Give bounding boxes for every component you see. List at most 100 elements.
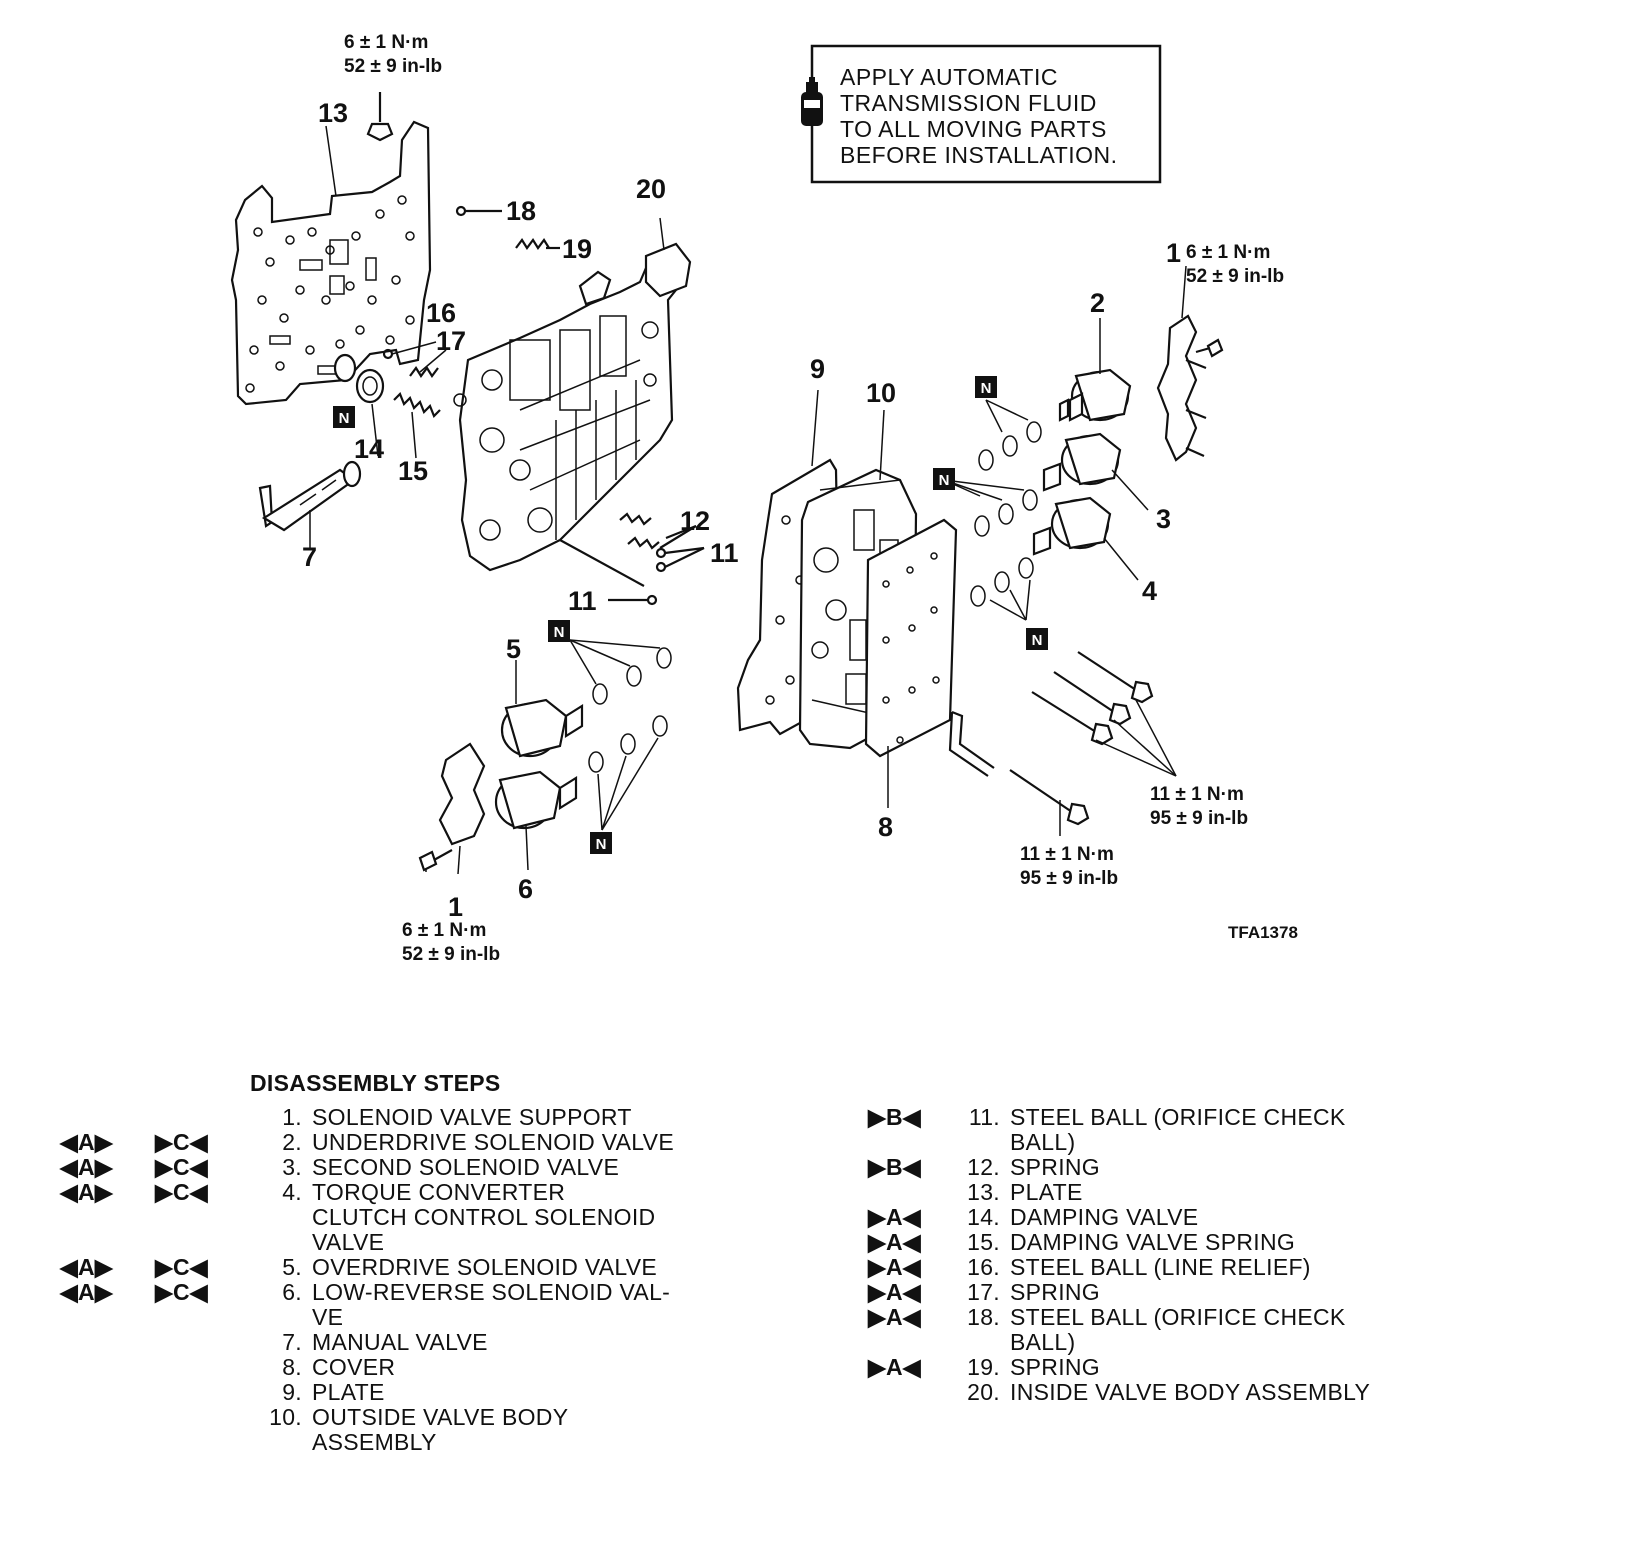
fluid-bottle-icon [801,77,823,126]
marker-c: ▶C◀ [155,1254,208,1280]
small-parts [455,205,705,606]
callout-10: 10 [866,378,896,408]
marker-a: ◀A▶ [60,1129,113,1155]
marker: ▶B◀ [868,1104,921,1130]
marker: ▶A◀ [868,1279,921,1305]
step-text: TORQUE CONVERTER [312,1179,566,1205]
solenoid-5-drawing [500,698,584,758]
step-number: 8. [282,1354,302,1380]
procedure-marker: ▶A◀ [868,1305,948,1330]
disassembly-step: VALVE [60,1230,752,1255]
seal-marker-n: N [333,406,355,428]
torque-inlb: 95 ± 9 in-lb [1150,808,1248,829]
disassembly-step: ▶A◀17.SPRING [868,1280,1450,1305]
torque-nm: 6 ± 1 N·m [1186,242,1270,263]
marker: ▶A◀ [868,1354,921,1380]
procedure-marker [60,1430,250,1455]
callout-6: 6 [518,874,533,904]
svg-text:N: N [1032,632,1043,649]
procedure-marker [60,1230,250,1255]
step-text: BALL) [1010,1329,1076,1355]
marker: ▶A◀ [868,1204,921,1230]
step-number [948,1130,1010,1155]
disassembly-step: 8.COVER [60,1355,752,1380]
damping-valve-parts [333,348,441,418]
step-text: STEEL BALL (ORIFICE CHECK [1010,1304,1346,1330]
step-text: SPRING [1010,1154,1100,1180]
marker-a: ◀A▶ [60,1179,113,1205]
disassembly-steps-title: DISASSEMBLY STEPS [250,1070,501,1096]
step-number: 16. [967,1254,1000,1280]
step-text: SPRING [1010,1354,1100,1380]
callout-16: 16 [426,298,456,328]
solenoid-support-lower-drawing [418,742,486,872]
procedure-marker [868,1130,948,1155]
o-rings-upper [943,399,1042,621]
procedure-marker: ▶A◀ [868,1280,948,1305]
svg-text:N: N [339,410,350,427]
procedure-marker: ▶A◀ [868,1255,948,1280]
marker-a: ◀A▶ [60,1154,113,1180]
step-number: 6. [282,1279,302,1305]
procedure-marker: ◀A▶▶C◀ [60,1255,250,1280]
plate-13-drawing [230,120,432,406]
marker-c: ▶C◀ [155,1154,208,1180]
callout-4: 4 [1142,576,1157,606]
procedure-marker: ▶A◀ [868,1230,948,1255]
procedure-marker [868,1380,948,1405]
procedure-marker: ▶B◀ [868,1155,948,1180]
disassembly-step: ▶B◀11.STEEL BALL (ORIFICE CHECK [868,1105,1450,1130]
callout-19: 19 [562,234,592,264]
marker-a [60,1355,155,1380]
marker-c: ▶C◀ [155,1179,208,1205]
callout-7: 7 [302,542,317,572]
callout-14: 14 [354,434,384,464]
step-text: DAMPING VALVE [1010,1204,1199,1230]
callout-1: 1 [448,892,463,922]
disassembly-step: ▶A◀14.DAMPING VALVE [868,1205,1450,1230]
procedure-marker [60,1205,250,1230]
step-number: 9. [282,1379,302,1405]
marker: ▶B◀ [868,1154,921,1180]
svg-text:N: N [939,472,950,489]
step-number: 18. [967,1304,1000,1330]
exploded-view-diagram: APPLY AUTOMATIC TRANSMISSION FLUID TO AL… [230,32,1298,965]
disassembly-step: 10.OUTSIDE VALVE BODY [60,1405,752,1430]
seal-marker-n: N [1026,628,1048,650]
marker: ▶A◀ [868,1304,921,1330]
step-text: OUTSIDE VALVE BODY [312,1404,569,1430]
torque-inlb: 52 ± 9 in-lb [344,56,442,77]
disassembly-step: ▶A◀ 18. STEEL BALL (ORIFICE CHECK [868,1305,1450,1330]
marker-a [60,1405,155,1430]
step-number: 5. [282,1254,302,1280]
solenoid-support-upper-drawing [1156,314,1224,462]
step-text: DAMPING VALVE SPRING [1010,1229,1296,1255]
callout-20: 20 [636,174,666,204]
note-line-3: TO ALL MOVING PARTS [840,116,1107,142]
disassembly-step: ◀A▶▶C◀2.UNDERDRIVE SOLENOID VALVE [60,1130,752,1155]
step-text: ASSEMBLY [312,1429,437,1455]
o-rings-lower [569,639,672,831]
inside-valve-body-20-drawing [453,242,692,572]
disassembly-step: ▶A◀19.SPRING [868,1355,1450,1380]
torque-nm: 11 ± 1 N·m [1150,784,1244,805]
torque-inlb: 95 ± 9 in-lb [1020,868,1118,889]
step-number [250,1230,312,1255]
marker [868,1380,948,1405]
step-text: BALL) [1010,1129,1076,1155]
callout-15: 15 [398,456,428,486]
disassembly-step: ▶B◀12.SPRING [868,1155,1450,1180]
procedure-marker [60,1355,250,1380]
torque-inlb: 52 ± 9 in-lb [1186,266,1284,287]
callout-1: 1 [1166,238,1181,268]
callout-12: 12 [680,506,710,536]
note-line-2: TRANSMISSION FLUID [840,90,1097,116]
disassembly-step: ◀A▶▶C◀6.LOW-REVERSE SOLENOID VAL- [60,1280,752,1305]
seal-marker-n: N [933,468,955,490]
procedure-marker: ◀A▶▶C◀ [60,1280,250,1305]
torque-nm: 11 ± 1 N·m [1020,844,1114,865]
step-text: INSIDE VALVE BODY ASSEMBLY [1010,1379,1371,1405]
svg-text:N: N [981,380,992,397]
step-number: 20. [967,1379,1000,1405]
